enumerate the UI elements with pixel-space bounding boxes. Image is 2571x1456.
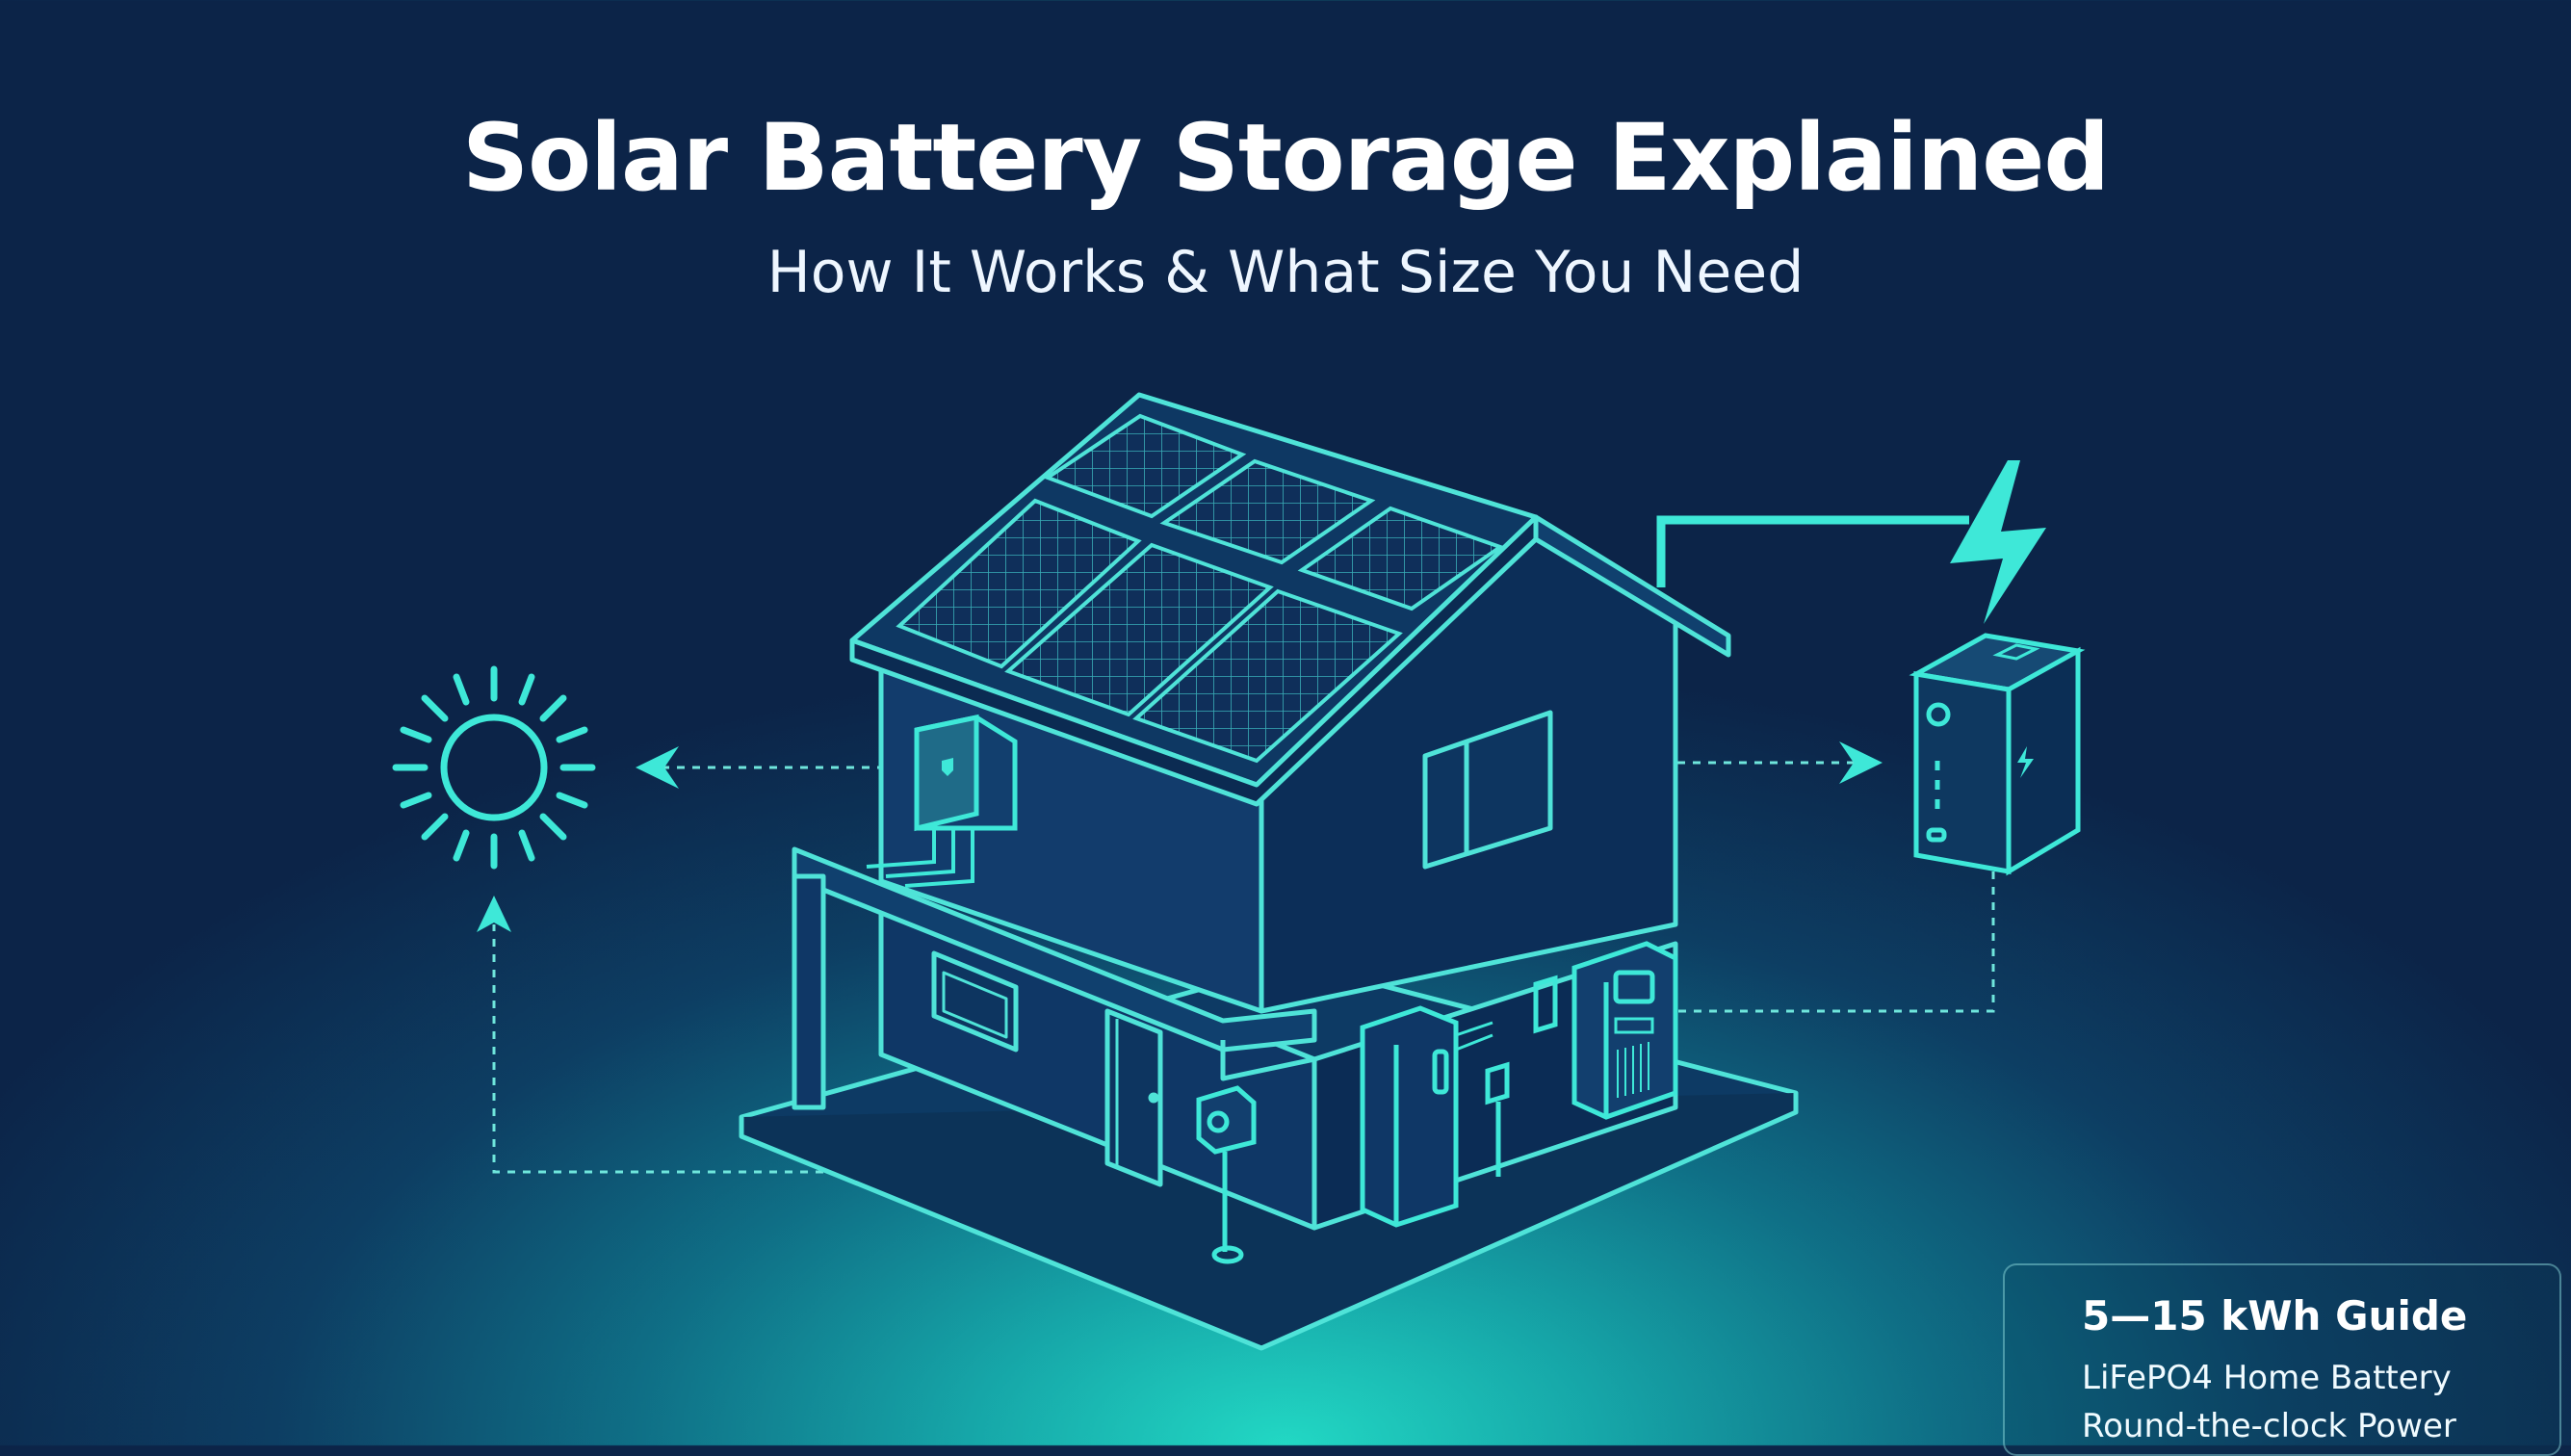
battery-icon [1909,633,2086,876]
info-card: 5—15 kWh Guide LiFePO4 Home Battery Roun… [2003,1263,2561,1456]
page-subtitle: How It Works & What Size You Need [766,239,1805,306]
electric-meter-icon [1196,1085,1257,1264]
info-card-title: 5—15 kWh Guide [2082,1292,2468,1339]
solar-panel-icon [896,413,1505,764]
inverter-icon [866,714,1018,888]
sun-icon [392,665,596,870]
page-title: Solar Battery Storage Explained [461,104,2110,212]
lightning-bolt-icon [1950,460,2046,624]
info-card-line-battery: LiFePO4 Home Battery [2082,1359,2452,1397]
info-card-line-power: Round-the-clock Power [2082,1407,2456,1445]
